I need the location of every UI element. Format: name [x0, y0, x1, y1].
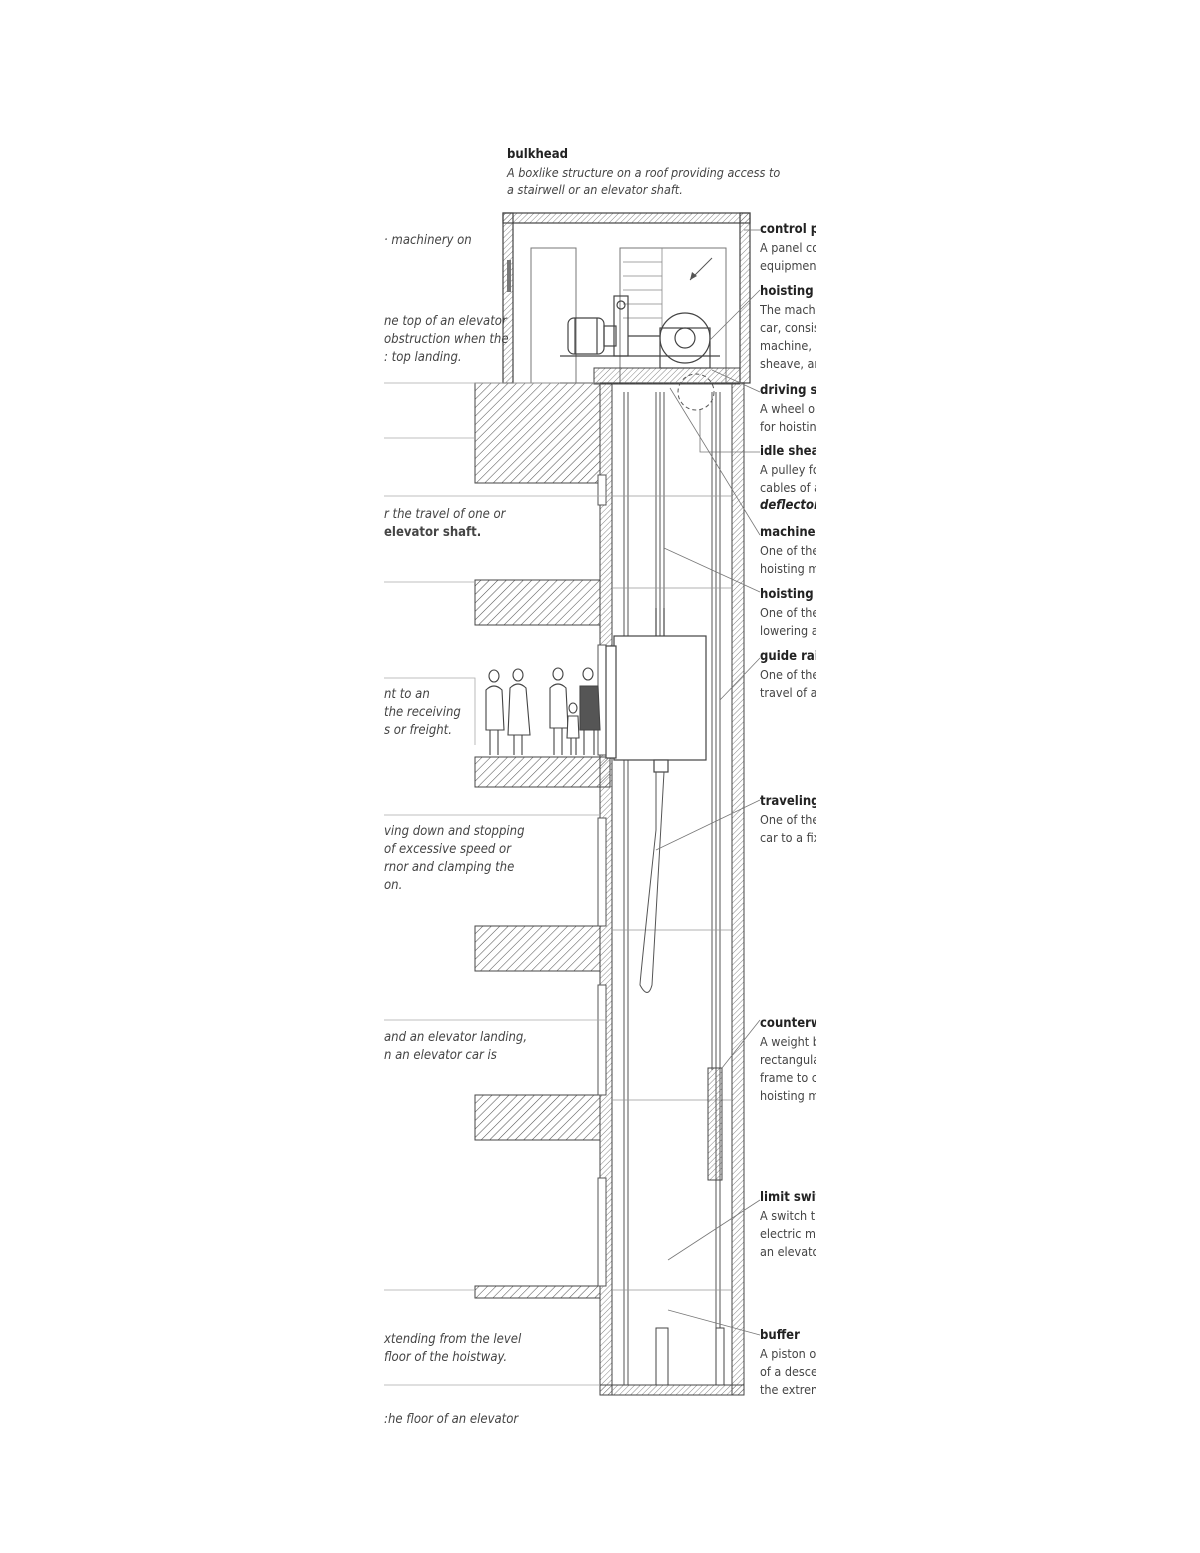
hoisting-machine-def-4: sheave, and — [760, 356, 816, 371]
left-label-door-line1: and an elevator landing, — [384, 1030, 528, 1045]
right-label-machine-beam: machine b One of the h hoisting ma — [760, 524, 816, 580]
driving-sheave-def-1: A wheel or d — [760, 401, 816, 416]
counterweight-def-1: A weight ba — [760, 1034, 816, 1049]
right-label-control-panel: control pa A panel cont equipment f — [760, 221, 816, 277]
counterweight-def-2: rectangular — [760, 1052, 816, 1067]
left-label-car-line3: s or freight. — [384, 723, 452, 738]
limit-switch-def-3: an elevator — [760, 1244, 816, 1259]
hoisting-cable-def-2: lowering an — [760, 623, 816, 638]
deflector-term: deflector — [760, 498, 816, 513]
idle-sheave-def-1: A pulley for — [760, 462, 816, 477]
left-label-safety-line3: rnor and clamping the — [384, 860, 515, 875]
hoisting-machine-def-1: The machine — [760, 302, 816, 317]
hoisting-cable-term: hoisting c — [760, 587, 816, 602]
right-label-idle-sheave: idle sheav A pulley for cables of an def… — [760, 443, 816, 517]
right-label-buffer: buffer A piston or of a descen the extre… — [760, 1327, 816, 1401]
left-label-overhead-line3: : top landing. — [384, 350, 462, 365]
people-silhouettes — [485, 667, 601, 755]
counterweight-term: counterw — [760, 1016, 816, 1031]
limit-switch-def-1: A switch th — [760, 1208, 816, 1223]
guide-rail-term: guide rail — [760, 649, 816, 664]
right-label-hoisting-machine: hoisting m The machine car, consist mach… — [760, 283, 816, 375]
buffer — [655, 1310, 725, 1386]
elevator-car — [605, 608, 707, 773]
idle-sheave-term: idle sheav — [760, 444, 816, 459]
landing-doors — [597, 474, 607, 1287]
buffer-term: buffer — [760, 1328, 800, 1343]
control-panel-term: control pa — [760, 222, 816, 237]
traveling-cable-def-2: car to a fixe — [760, 830, 816, 845]
buffer-def-1: A piston or — [760, 1346, 816, 1361]
hoisting-machine-def-2: car, consist — [760, 320, 816, 335]
left-label-safety-line4: on. — [384, 878, 403, 893]
building-floors — [474, 382, 611, 1299]
driving-sheave — [677, 373, 715, 411]
left-label-hoistway-line2: elevator shaft. — [384, 525, 482, 540]
left-label-hoistway-line1: r the travel of one or — [384, 507, 506, 522]
left-label-door-line2: n an elevator car is — [384, 1048, 497, 1063]
guide-rail-def-1: One of the v — [760, 667, 816, 682]
traveling-cable — [639, 771, 665, 993]
machine-beam-def-2: hoisting ma — [760, 561, 816, 576]
left-label-overhead-line1: ne top of an elevator — [384, 314, 507, 329]
left-label-car-line1: nt to an — [384, 687, 430, 702]
left-label-machine-room: · machinery on — [384, 233, 472, 248]
counterweight — [707, 1067, 723, 1181]
left-label-overhead-line2: obstruction when the — [384, 332, 509, 347]
right-label-limit-switch: limit swit A switch th electric mo an el… — [760, 1189, 816, 1263]
buffer-def-3: the extrem — [760, 1382, 816, 1397]
machine-beam — [593, 367, 741, 385]
guide-rails — [623, 392, 721, 1385]
machine-beam-term: machine b — [760, 525, 816, 540]
driving-sheave-def-2: for hoisting. — [760, 419, 816, 434]
left-label-car-line2: the receiving — [384, 705, 461, 720]
limit-switch-def-2: electric mo — [760, 1226, 816, 1241]
idle-sheave-def-2: cables of an — [760, 480, 816, 495]
counterweight-def-4: hoisting ma — [760, 1088, 816, 1103]
left-label-safety-line2: of excessive speed or — [384, 842, 512, 857]
driving-sheave-term: driving sh — [760, 383, 816, 398]
left-label-pit-floor: :he floor of an elevator — [384, 1412, 519, 1427]
right-leader-lines — [655, 229, 761, 1336]
bulkhead-definition-line2: a stairwell or an elevator shaft. — [507, 182, 683, 197]
hoistway-walls — [599, 382, 745, 1396]
traveling-cable-term: traveling — [760, 794, 816, 809]
left-label-pit-line2: floor of the hoistway. — [384, 1350, 508, 1365]
buffer-def-2: of a descen — [760, 1364, 816, 1379]
hoisting-cable-def-1: One of the w — [760, 605, 816, 620]
left-label-pit-line1: xtending from the level — [384, 1332, 522, 1347]
bulkhead-definition-line1: A boxlike structure on a roof providing … — [507, 165, 781, 180]
traveling-cable-def-1: One of the e — [760, 812, 816, 827]
right-label-hoisting-cable: hoisting c One of the w lowering an — [760, 586, 816, 642]
guide-rail-def-2: travel of an — [760, 685, 816, 700]
hoisting-cables — [655, 392, 713, 1070]
left-label-safety-line1: ving down and stopping — [384, 824, 525, 839]
control-panel-def-2: equipment f — [760, 258, 816, 273]
hoisting-machine-def-3: machine, sp — [760, 338, 816, 353]
right-label-driving-sheave: driving sh A wheel or d for hoisting. — [760, 382, 816, 438]
right-label-traveling-cable: traveling One of the e car to a fixe — [760, 793, 816, 849]
control-panel-def-1: A panel cont — [760, 240, 816, 255]
counterweight-def-3: frame to co — [760, 1070, 816, 1085]
left-leader-lines — [384, 382, 612, 1386]
bulkhead-enclosure — [502, 212, 751, 384]
right-label-counterweight: counterw A weight ba rectangular frame t… — [760, 1015, 816, 1107]
right-label-guide-rail: guide rail One of the v travel of an — [760, 648, 816, 704]
hoisting-machine-term: hoisting m — [760, 284, 816, 299]
machine-beam-def-1: One of the h — [760, 543, 816, 558]
bulkhead-term: bulkhead — [507, 147, 569, 162]
limit-switch-term: limit swit — [760, 1190, 816, 1205]
